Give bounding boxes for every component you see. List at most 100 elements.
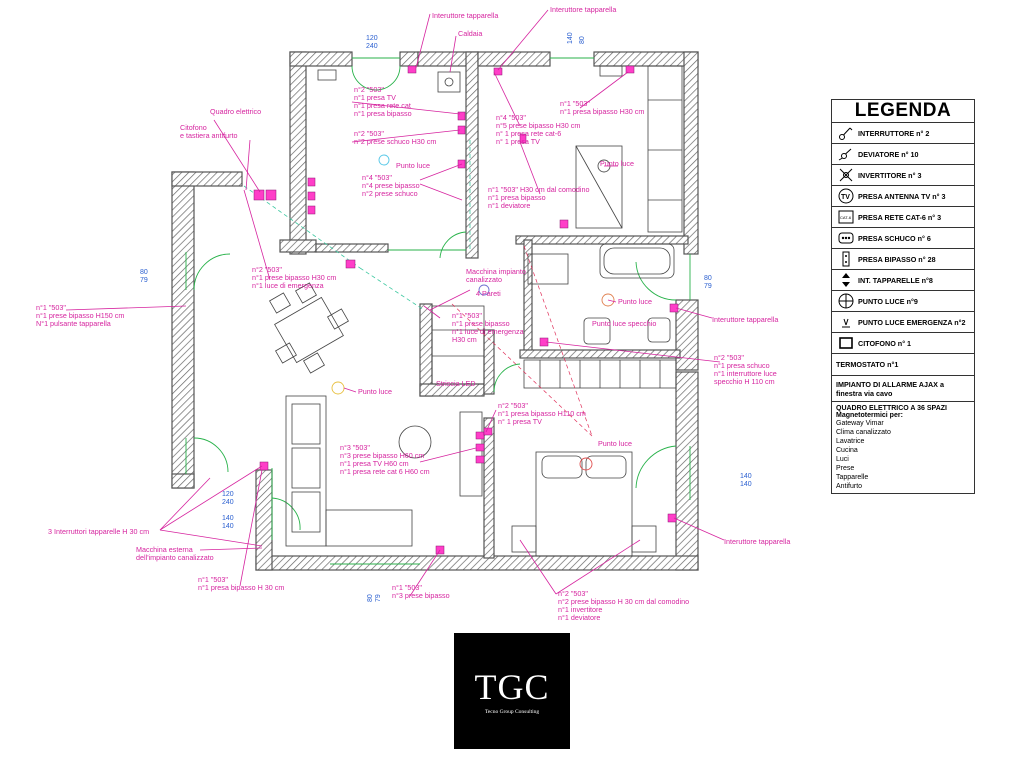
dim-240-top: 240 bbox=[366, 43, 378, 50]
legend-label-intercom: CITOFONO n° 1 bbox=[858, 338, 912, 348]
svg-text:n°1 luce di emergenza: n°1 luce di emergenza bbox=[252, 281, 324, 290]
svg-text:n°1 presa schuco: n°1 presa schuco bbox=[714, 361, 770, 370]
schuko-socket-icon bbox=[836, 229, 856, 247]
legend-row-cat6: CAT-6 PRESA RETE CAT-6 n° 3 bbox=[832, 207, 974, 228]
svg-text:n°1 prese bipasso: n°1 prese bipasso bbox=[452, 319, 510, 328]
svg-text:n°2 prese schuco: n°2 prese schuco bbox=[362, 189, 418, 198]
dim-120-top: 120 bbox=[366, 35, 378, 42]
legend-label-tv: PRESA ANTENNA TV n° 3 bbox=[858, 191, 946, 201]
tv-antenna-socket-icon: TV bbox=[836, 187, 856, 205]
annotations: Interuttore tapparella Interuttore tappa… bbox=[36, 5, 790, 622]
label-citofono: Citofono bbox=[180, 123, 207, 132]
label-tastiera-antifurto: e tastiera antifurto bbox=[180, 131, 238, 140]
legend-magneto-title: Magnetotermici per: bbox=[836, 412, 903, 419]
legend-magneto-item: Prese bbox=[836, 465, 855, 472]
shutter-switch-icon bbox=[836, 271, 856, 289]
svg-text:Punto luce: Punto luce bbox=[598, 439, 632, 448]
legend-quadro: QUADRO ELETTRICO A 36 SPAZI Magnetotermi… bbox=[832, 402, 974, 493]
svg-text:n°4 "503": n°4 "503" bbox=[496, 113, 526, 122]
switch-icon bbox=[836, 124, 856, 142]
legend-magneto-item: Gateway Vimar bbox=[836, 420, 884, 427]
legend-allarme: IMPIANTO DI ALLARME AJAX a finestra via … bbox=[832, 376, 974, 402]
dim-80-top: 80 bbox=[579, 36, 586, 44]
svg-text:Striscia LED: Striscia LED bbox=[436, 379, 476, 388]
legend-row-schuko: PRESA SCHUCO n° 6 bbox=[832, 228, 974, 249]
legend-label-cat6: PRESA RETE CAT-6 n° 3 bbox=[858, 212, 942, 222]
svg-text:n°1 presa bipasso H30 cm: n°1 presa bipasso H30 cm bbox=[560, 107, 644, 116]
svg-text:n°1 "503": n°1 "503" bbox=[560, 99, 590, 108]
windows bbox=[185, 57, 691, 565]
svg-text:n°2 "503": n°2 "503" bbox=[498, 401, 528, 410]
label-int-tapparella-top-right: Interuttore tapparella bbox=[550, 5, 616, 14]
dim-140-bottom-left-1: 140 bbox=[222, 515, 234, 522]
svg-text:n°4 "503": n°4 "503" bbox=[362, 173, 392, 182]
svg-text:n°1 luce di emergenza: n°1 luce di emergenza bbox=[452, 327, 524, 336]
dim-140-right-1: 140 bbox=[740, 473, 752, 480]
svg-text:canalizzato: canalizzato bbox=[466, 275, 502, 284]
legend-panel: LEGENDA INTERRUTTORE n° 2 DEVIATORE n° 1… bbox=[831, 99, 975, 494]
legend-label-light: PUNTO LUCE n°9 bbox=[858, 296, 918, 306]
svg-text:3 Interruttori tapparelle H 30: 3 Interruttori tapparelle H 30 cm bbox=[48, 527, 149, 536]
svg-text:n°1 "503" H30 cm dal comodino: n°1 "503" H30 cm dal comodino bbox=[488, 185, 589, 194]
svg-text:CAT-6: CAT-6 bbox=[840, 215, 852, 220]
legend-magneto-item: Clima canalizzato bbox=[836, 429, 891, 436]
svg-text:H30 cm: H30 cm bbox=[452, 335, 477, 344]
svg-text:n°1 deviatore: n°1 deviatore bbox=[558, 613, 600, 622]
svg-text:Macchina esterna: Macchina esterna bbox=[136, 545, 193, 554]
svg-text:n°2 "503": n°2 "503" bbox=[354, 85, 384, 94]
svg-text:n°1 presa bipasso H110 cm: n°1 presa bipasso H110 cm bbox=[498, 409, 586, 418]
svg-text:Punto luce specchio: Punto luce specchio bbox=[592, 319, 656, 328]
svg-text:n°1 prese bipasso H30 cm: n°1 prese bipasso H30 cm bbox=[252, 273, 336, 282]
legend-termostato: TERMOSTATO n°1 bbox=[832, 354, 974, 376]
svg-text:n°1 presa TV H60 cm: n°1 presa TV H60 cm bbox=[340, 459, 409, 468]
label-quadro-elettrico: Quadro elettrico bbox=[210, 107, 261, 116]
svg-text:n°3 prese bipasso: n°3 prese bipasso bbox=[392, 591, 450, 600]
logo-subtitle: Tecno Group Consulting bbox=[484, 709, 540, 715]
dim-120-bottom-left: 120 bbox=[222, 491, 234, 498]
svg-text:specchio H 110 cm: specchio H 110 cm bbox=[714, 377, 775, 386]
legend-label-inverter: INVERTITORE n° 3 bbox=[858, 170, 922, 180]
svg-text:Punto luce: Punto luce bbox=[358, 387, 392, 396]
legend-magneto-item: Luci bbox=[836, 456, 849, 463]
deviator-icon bbox=[836, 145, 856, 163]
svg-text:n°1 prese bipasso H150 cm: n°1 prese bipasso H150 cm bbox=[36, 311, 124, 320]
svg-text:n° 1 presa TV: n° 1 presa TV bbox=[496, 137, 540, 146]
svg-text:n°1 presa rete cat 6 H60 cm: n°1 presa rete cat 6 H60 cm bbox=[340, 467, 430, 476]
dim-79-right: 79 bbox=[704, 283, 712, 290]
dim-140-right-2: 140 bbox=[740, 481, 752, 488]
svg-text:n°3 prese bipasso H60 cm: n°3 prese bipasso H60 cm bbox=[340, 451, 424, 460]
svg-text:N°1 pulsante tapparella: N°1 pulsante tapparella bbox=[36, 319, 111, 328]
svg-text:n°5 prese bipasso H30 cm: n°5 prese bipasso H30 cm bbox=[496, 121, 580, 130]
svg-text:n°2 "503": n°2 "503" bbox=[558, 589, 588, 598]
dim-79-bottom: 79 bbox=[375, 594, 382, 602]
svg-text:n°2 "503": n°2 "503" bbox=[252, 265, 282, 274]
legend-row-light: PUNTO LUCE n°9 bbox=[832, 291, 974, 312]
svg-text:n°1 presa TV: n°1 presa TV bbox=[354, 93, 396, 102]
dim-79-left: 79 bbox=[140, 277, 148, 284]
svg-text:n°1 deviatore: n°1 deviatore bbox=[488, 201, 530, 210]
legend-title: LEGENDA bbox=[832, 100, 974, 123]
legend-row-bypass: PRESA BIPASSO n° 28 bbox=[832, 249, 974, 270]
legend-row-shutter: INT. TAPPARELLE n°8 bbox=[832, 270, 974, 291]
legend-label-switch: INTERRUTTORE n° 2 bbox=[858, 128, 930, 138]
svg-text:n°1 invertitore: n°1 invertitore bbox=[558, 605, 602, 614]
svg-text:Interuttore tapparella: Interuttore tapparella bbox=[712, 315, 778, 324]
dimension-labels: 120 240 140 80 80 79 80 79 140 140 120 2… bbox=[140, 32, 752, 602]
svg-text:n°1 presa bipasso H 30 cm: n°1 presa bipasso H 30 cm bbox=[198, 583, 284, 592]
legend-label-deviator: DEVIATORE n° 10 bbox=[858, 149, 919, 159]
legend-row-switch: INTERRUTTORE n° 2 bbox=[832, 123, 974, 144]
dim-80-bottom: 80 bbox=[367, 594, 374, 602]
label-int-tapparella-top-left: Interuttore tapparella bbox=[432, 11, 498, 20]
dim-140-bottom-left-2: 140 bbox=[222, 523, 234, 530]
svg-text:Interuttore tapparella: Interuttore tapparella bbox=[724, 537, 790, 546]
light-point-icon bbox=[836, 292, 856, 310]
svg-text:n°1 interruttore luce: n°1 interruttore luce bbox=[714, 369, 777, 378]
leader-lines bbox=[65, 9, 725, 597]
bypass-socket-icon bbox=[836, 250, 856, 268]
svg-text:n°4 prese bipasso: n°4 prese bipasso bbox=[362, 181, 420, 190]
legend-magneto-item: Cucina bbox=[836, 447, 858, 454]
svg-text:n°2 prese bipasso H 30 cm dal: n°2 prese bipasso H 30 cm dal comodino bbox=[558, 597, 689, 606]
legend-magneto-item: Antifurto bbox=[836, 483, 863, 490]
dim-240-bottom-left: 240 bbox=[222, 499, 234, 506]
dim-80-left: 80 bbox=[140, 269, 148, 276]
